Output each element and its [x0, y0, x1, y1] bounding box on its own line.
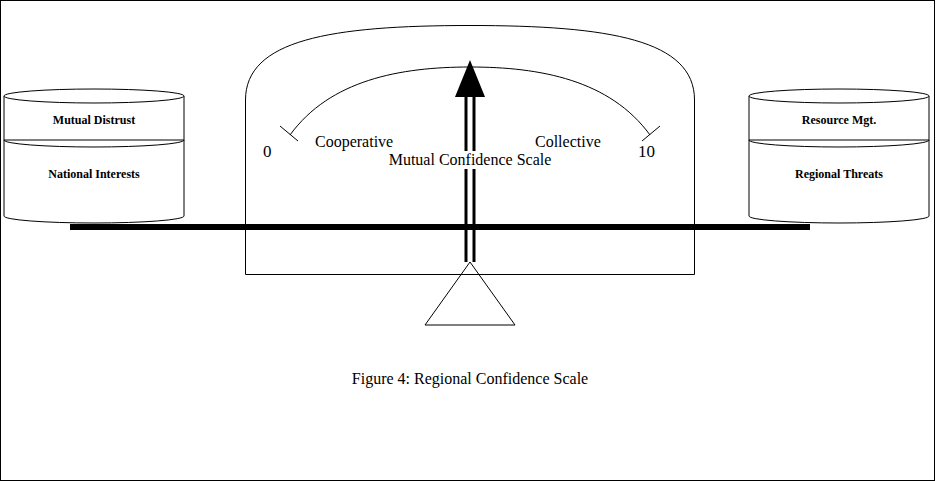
cylinder-lid [749, 89, 929, 103]
fulcrum-triangle [425, 262, 515, 325]
cylinder-body [749, 140, 929, 223]
pointer-head [455, 60, 485, 97]
cylinder-seam [749, 140, 929, 147]
gauge-tick [280, 126, 298, 141]
gauge-outline [245, 25, 695, 275]
scale-label: Collective [535, 133, 601, 151]
gauge-dial-arc [290, 67, 650, 135]
stacked-cylinder: Mutual Distrust [3, 88, 185, 148]
cylinder-label: Regional Threats [795, 167, 883, 181]
cylinder-body [4, 140, 184, 223]
scale-label: 10 [638, 143, 655, 161]
gauge-tick [642, 126, 660, 141]
stacked-cylinder: Regional Threats [748, 132, 930, 224]
cylinder-label: Mutual Distrust [53, 113, 135, 127]
confidence-gauge: Cooperative Collective 0 Mutual Confidence … [245, 25, 695, 275]
figure-caption: Figure 4: Regional Confidence Scale [352, 370, 588, 388]
stacked-cylinder: National Interests [3, 132, 185, 224]
balance-beam [70, 224, 810, 230]
cylinder-body [4, 96, 184, 147]
cylinder-label: Resource Mgt. [802, 113, 876, 127]
scale-label: Cooperative [315, 133, 393, 151]
stacked-cylinder: Resource Mgt. [748, 88, 930, 148]
cylinder-label: National Interests [48, 167, 139, 181]
cylinder-lid [4, 89, 184, 103]
gauge-housing [246, 26, 695, 275]
pointer-shaft [473, 96, 476, 262]
scale-label: Mutual Confidence Scale [387, 151, 554, 169]
scale-label: 0 [263, 143, 272, 161]
pointer-shaft [465, 96, 468, 262]
cylinder-body [749, 96, 929, 147]
cylinder-seam [4, 140, 184, 147]
